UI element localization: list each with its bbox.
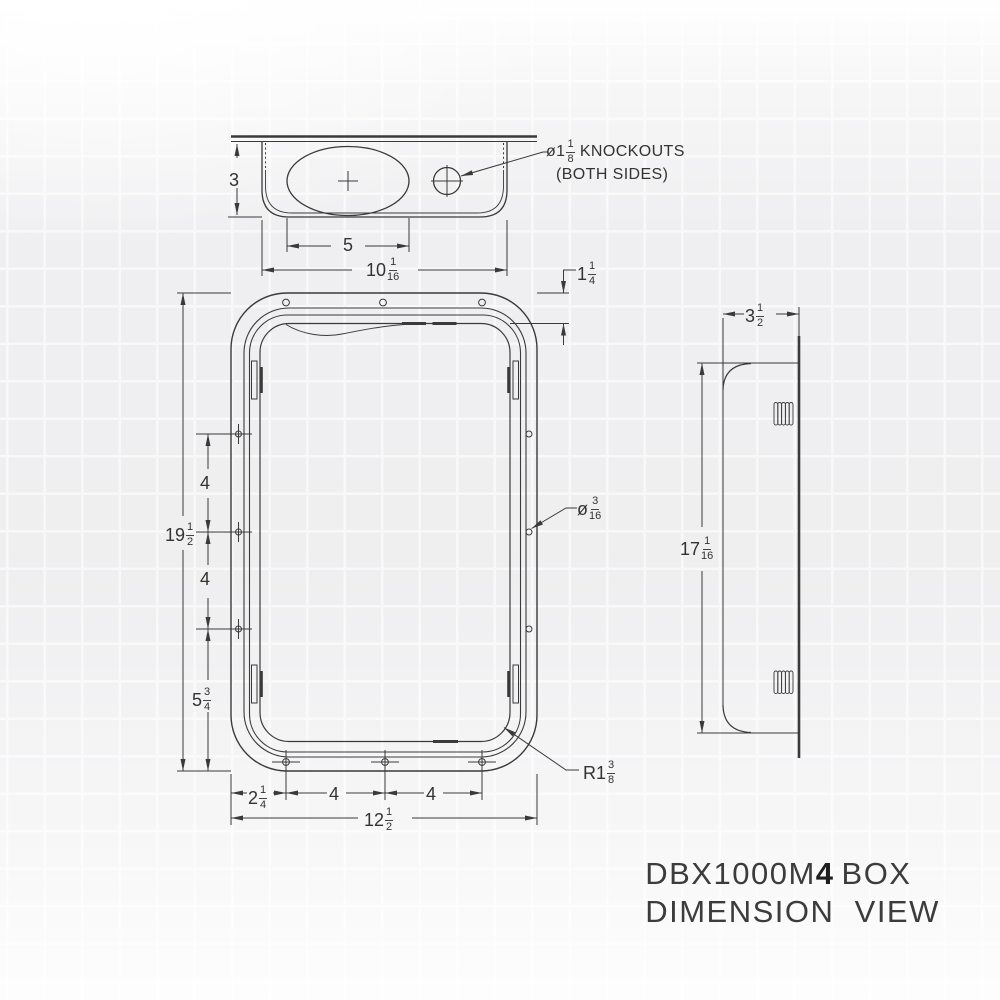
top-flange-holes [282,298,486,307]
dim-side-hole-spacing-upper: 4 [200,473,211,493]
title-model-prefix: DBX1000M [645,856,816,891]
top-view-hidden-edges [265,143,504,170]
drawing-title-line2: DIMENSION VIEW [625,865,940,927]
dim-width-10-1-16-graphics [261,220,508,276]
corner-radius-leader [503,727,579,771]
dim-flange-offset-1-1-4-graphics [510,269,576,345]
title-dimension-view: DIMENSION VIEW [645,894,940,929]
side-bottom-curve [722,704,752,734]
dim-bottom-hole-spacing-right: 4 [426,784,437,804]
left-flange-holes [196,424,252,639]
title-model-bold-digit: 4 [815,856,835,891]
dim-top-depth: 3 [229,170,240,190]
right-flange-holes [525,430,533,633]
retainer-clip-dashes [402,322,458,743]
hole-diameter-leader [531,507,577,529]
front-view [177,269,579,825]
side-top-curve [722,362,752,391]
dim-cutout-width: 5 [343,235,354,255]
top-view [228,135,548,276]
gasket-sag-curve [285,324,405,336]
ellipse-center-cross [338,171,358,191]
side-view [697,307,801,758]
knockout-center-cross [431,165,463,197]
top-view-body-outline [261,141,508,218]
title-box-word: BOX [841,856,912,891]
dim-height-19-1-2-graphics [177,292,231,772]
mounting-slots [251,360,519,704]
vent-louvers-top [773,402,794,426]
front-ring-2 [243,307,527,758]
top-view-inner-bowl [265,170,504,214]
dim-cutout-5-graphics [286,218,410,252]
dim-bottom-hole-spacing-left: 4 [329,784,340,804]
dim-side-hole-spacing-lower: 4 [200,569,211,589]
side-top-bottom-lines [697,362,798,734]
front-opening [259,322,511,743]
vent-louvers-bottom [773,670,794,694]
knockouts-note-line2: (BOTH SIDES) [556,166,669,183]
front-ring-3 [248,314,522,753]
front-outer-flange [230,292,538,772]
top-view-cutout-ellipse [286,145,410,217]
knockout-leader-line [460,151,548,177]
